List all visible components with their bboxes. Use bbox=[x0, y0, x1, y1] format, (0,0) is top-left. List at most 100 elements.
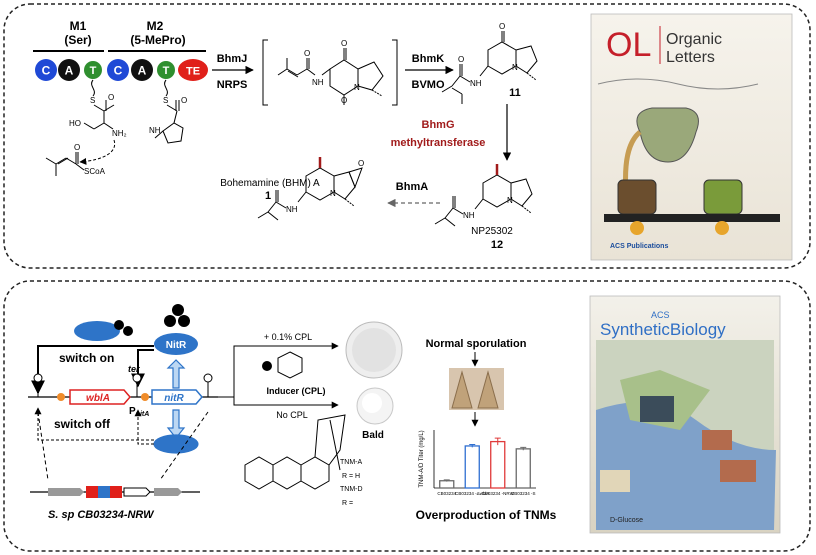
bohemamine-a-structure: O N NH bbox=[257, 157, 364, 221]
bottom-panel-frame bbox=[3, 280, 811, 552]
promoter-label: PnitA bbox=[129, 406, 149, 418]
cpl-branch: + 0.1% CPL No CPL Inducer (CPL) bbox=[218, 332, 339, 420]
product-number: 1 bbox=[265, 190, 271, 202]
switch-off-arrow bbox=[134, 409, 154, 445]
plate-with-cpl bbox=[345, 321, 403, 379]
module-m1-label: M1 bbox=[70, 19, 87, 33]
loading-dashed-arrow bbox=[79, 139, 116, 165]
step-bhmk: BhmK BVMO bbox=[405, 53, 454, 91]
svg-text:TNM-D: TNM-D bbox=[340, 486, 363, 493]
cover-publisher: ACS Publications bbox=[610, 243, 668, 250]
chromosome-map: S. sp CB03234-NRW bbox=[30, 411, 209, 521]
cover-ol-logo: OL bbox=[606, 26, 651, 64]
cover-acs: ACS bbox=[651, 310, 670, 320]
domain-te: TE bbox=[178, 59, 208, 81]
serine-thioester: S O NH₂ HO bbox=[69, 79, 127, 138]
cover-title-line2: Letters bbox=[666, 49, 715, 66]
crotonyl-coa: O SCoA bbox=[45, 143, 106, 176]
strain-label: S. sp CB03234-NRW bbox=[48, 509, 155, 521]
chart-category-label: CB03234 bbox=[437, 491, 456, 496]
cover-synbio-title: SyntheticBiology bbox=[600, 320, 726, 339]
terminator-label: ter bbox=[128, 364, 140, 374]
domain-t2: T bbox=[157, 61, 175, 79]
domain-c1: C bbox=[35, 59, 57, 81]
svg-text:A: A bbox=[65, 64, 74, 78]
chart-category-label: CB03234 -ΔwblA bbox=[455, 491, 489, 496]
inducer-label: Inducer (CPL) bbox=[266, 386, 325, 396]
svg-text:A: A bbox=[138, 64, 147, 78]
enzyme-bhma: BhmA bbox=[396, 181, 428, 193]
svg-text:NH: NH bbox=[286, 205, 298, 214]
top-panel-frame bbox=[3, 3, 811, 269]
chart-category-label: CB03234 -NRW bbox=[482, 491, 515, 496]
svg-text:C: C bbox=[114, 64, 123, 78]
svg-text:NH₂: NH₂ bbox=[112, 129, 127, 138]
svg-text:O: O bbox=[181, 96, 187, 105]
organic-letters-cover: OL Organic Letters ACS Publications bbox=[590, 13, 793, 261]
chart-error-bar bbox=[494, 437, 501, 446]
svg-text:T: T bbox=[90, 65, 97, 77]
compound-11-structure: O N NH O bbox=[441, 22, 538, 104]
svg-text:R =: R = bbox=[342, 500, 353, 507]
nrps-module-labels: M1 (Ser) M2 (5-MePro) bbox=[33, 19, 206, 52]
svg-text:N: N bbox=[507, 196, 513, 205]
svg-text:O: O bbox=[341, 39, 347, 48]
compound-12-label: 12 bbox=[491, 239, 503, 251]
tnm-structure: TNM-A R = H TNM-D R = bbox=[244, 414, 363, 507]
switch-on-label: switch on bbox=[59, 351, 114, 365]
svg-text:S: S bbox=[90, 96, 95, 105]
svg-text:TE: TE bbox=[186, 66, 200, 78]
svg-text:N: N bbox=[512, 63, 518, 72]
svg-text:TNM-A: TNM-A bbox=[340, 459, 362, 466]
overproduction-label: Overproduction of TNMs bbox=[416, 508, 557, 522]
svg-text:O: O bbox=[341, 96, 347, 105]
cover-scene-label: D-Glucose bbox=[610, 517, 643, 524]
methylproline-thioester: S O NH bbox=[149, 79, 187, 144]
svg-text:N: N bbox=[330, 189, 336, 198]
enzyme-methyltransferase: methyltransferase bbox=[391, 137, 486, 149]
gene-wbla-label: wblA bbox=[86, 393, 110, 404]
intermediate-diketopiperazine: O NH O O N bbox=[262, 39, 398, 106]
compound-12-name: NP25302 bbox=[471, 226, 513, 237]
svg-text:NH: NH bbox=[312, 78, 324, 87]
nitr-regulation-arrows bbox=[153, 359, 199, 454]
domain-t1: T bbox=[84, 61, 102, 79]
nrps-domain-row: C A T C A T TE bbox=[35, 59, 208, 81]
svg-text:O: O bbox=[108, 93, 114, 102]
svg-text:O: O bbox=[304, 49, 310, 58]
svg-text:NH: NH bbox=[470, 79, 482, 88]
switch-off-label: switch off bbox=[54, 417, 111, 431]
compound-11-label: 11 bbox=[509, 87, 521, 99]
cover-title-line1: Organic bbox=[666, 31, 722, 48]
domain-c2: C bbox=[107, 59, 129, 81]
chart-y-label: TNM-A/D Titer (mg/L) bbox=[419, 430, 425, 487]
chart-bar bbox=[464, 445, 480, 489]
svg-text:N: N bbox=[354, 83, 360, 92]
domain-a2: A bbox=[131, 59, 153, 81]
chart-bar bbox=[515, 448, 531, 489]
enzyme-bhmj: BhmJ bbox=[217, 53, 248, 65]
chart-error-bar bbox=[443, 479, 450, 482]
module-m2-label: M2 bbox=[147, 19, 164, 33]
chart-error-bar bbox=[520, 446, 527, 451]
switch-off-arrow-2 bbox=[34, 407, 154, 441]
enzyme-bhmg: BhmG bbox=[422, 119, 455, 131]
svg-text:O: O bbox=[458, 55, 464, 64]
chart-bar bbox=[490, 440, 506, 489]
chart-error-bar bbox=[469, 444, 476, 448]
svg-text:O: O bbox=[499, 22, 505, 31]
module-m2-substrate: (5-MePro) bbox=[130, 33, 185, 47]
svg-text:HO: HO bbox=[69, 119, 81, 128]
nitr-complex: NitR bbox=[74, 304, 198, 355]
gene-nitr-label: nitR bbox=[164, 393, 184, 404]
svg-text:O: O bbox=[74, 143, 80, 152]
svg-text:NH: NH bbox=[463, 211, 475, 220]
gene-cassette: wblA ter nitR PnitA bbox=[28, 364, 218, 418]
svg-text:S: S bbox=[163, 96, 168, 105]
cpl-plus-label: + 0.1% CPL bbox=[264, 332, 312, 342]
chart-bar bbox=[439, 480, 455, 489]
step-bhmj: BhmJ NRPS bbox=[212, 53, 254, 91]
enzyme-bhmk: BhmK bbox=[412, 53, 444, 65]
